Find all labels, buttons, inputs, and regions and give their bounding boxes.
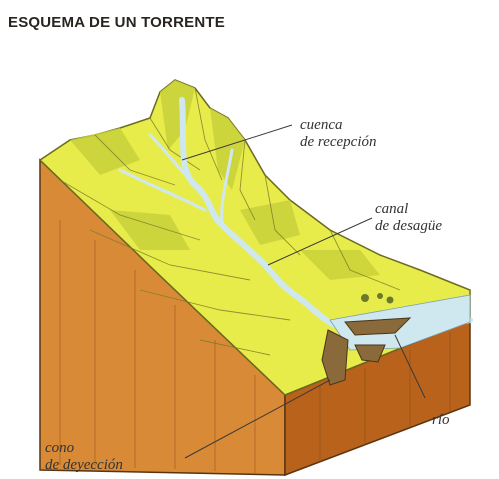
- label-cono-line2: de deyección: [45, 457, 123, 474]
- label-cuenca-line1: cuenca: [300, 117, 377, 134]
- label-cono-line1: cono: [45, 440, 123, 457]
- label-canal-line2: de desagüe: [375, 218, 442, 235]
- label-canal-de-desague: canal de desagüe: [375, 201, 442, 235]
- label-cono-de-deyeccion: cono de deyección: [45, 440, 123, 474]
- label-cuenca-de-recepcion: cuenca de recepción: [300, 117, 377, 151]
- label-rio: río: [432, 412, 450, 429]
- label-cuenca-line2: de recepción: [300, 134, 377, 151]
- label-canal-line1: canal: [375, 201, 442, 218]
